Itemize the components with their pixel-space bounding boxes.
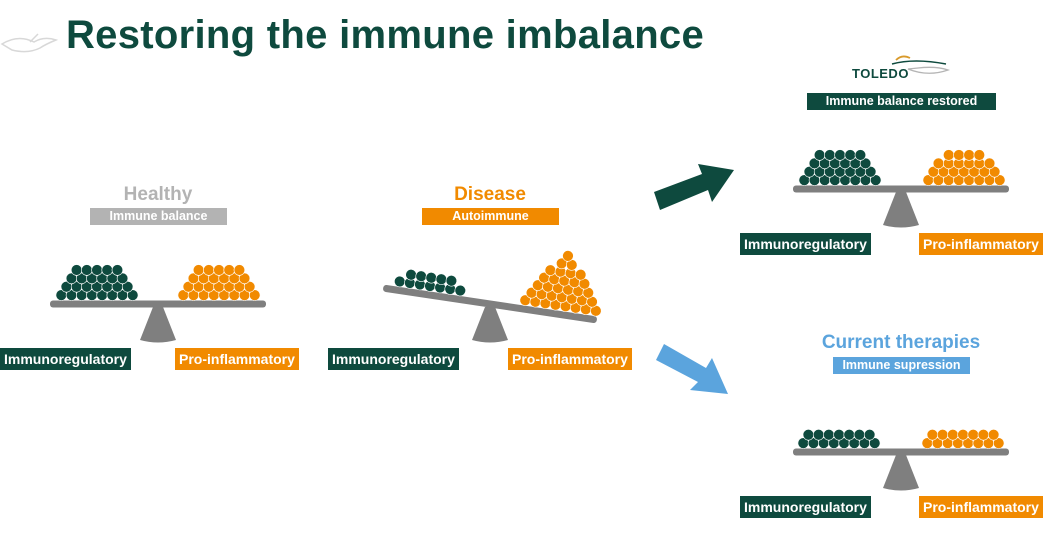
- cell-ball: [987, 429, 1000, 441]
- disease-immunoregulatory-label: Immunoregulatory: [328, 348, 459, 370]
- logo-text: TOLEDO: [852, 66, 909, 81]
- cell-ball: [121, 281, 134, 293]
- cell-ball: [243, 281, 256, 293]
- cell-ball: [957, 429, 969, 441]
- cell-ball: [833, 429, 845, 441]
- restored-immunoregulatory-label: Immunoregulatory: [740, 233, 871, 255]
- cell-ball: [993, 174, 1006, 186]
- cell-ball: [586, 296, 598, 308]
- cell-ball: [823, 429, 835, 441]
- cell-ball: [859, 157, 872, 170]
- cell-ball: [566, 259, 578, 271]
- cell-ball: [445, 275, 458, 287]
- cell-ball: [983, 157, 996, 170]
- healthy-pro-inflammatory-label: Pro-inflammatory: [175, 348, 299, 370]
- cell-ball: [853, 429, 866, 441]
- cell-ball: [203, 264, 215, 276]
- disease-title: Disease: [454, 184, 526, 205]
- disease-subtitle: Autoimmune: [422, 208, 559, 225]
- cell-ball: [869, 174, 882, 186]
- cell-ball: [844, 149, 856, 161]
- cell-ball: [562, 250, 574, 262]
- cell-ball: [578, 278, 591, 290]
- cell-ball: [813, 149, 826, 161]
- cell-ball: [926, 429, 939, 441]
- cell-ball: [812, 429, 825, 441]
- cell-ball: [942, 149, 955, 161]
- cell-ball: [101, 264, 113, 276]
- disease-immunoregulatory-cells: [394, 269, 466, 297]
- cell-ball: [947, 429, 959, 441]
- toledo-logo-icon: [891, 55, 950, 74]
- cell-ball: [932, 157, 945, 170]
- cell-ball: [126, 289, 139, 301]
- cell-ball: [111, 264, 124, 276]
- cell-ball: [238, 272, 251, 285]
- bird-outline-icon: [0, 33, 59, 53]
- cell-ball: [70, 264, 83, 276]
- current-pro-inflammatory-cells: [921, 429, 1005, 449]
- cell-ball: [864, 166, 877, 178]
- cell-ball: [213, 264, 225, 276]
- cell-ball: [394, 275, 406, 288]
- cell-ball: [249, 289, 261, 301]
- current-beam: [793, 448, 1009, 456]
- current-therapies-title: Current therapies: [821, 332, 981, 353]
- restored-pro-inflammatory-cells: [922, 149, 1006, 186]
- toledo-logo: TOLEDO: [850, 52, 950, 81]
- current-therapies-subtitle: Immune supression: [833, 357, 970, 374]
- current-fulcrum: [883, 455, 919, 491]
- cell-ball: [802, 429, 815, 441]
- cell-ball: [192, 264, 205, 276]
- restored-beam: [793, 185, 1009, 193]
- cell-ball: [843, 429, 855, 441]
- cell-ball: [977, 429, 990, 441]
- cell-ball: [988, 166, 1001, 178]
- dark-green-arrow-icon: [654, 164, 734, 210]
- healthy-immunoregulatory-cells: [55, 264, 139, 301]
- cell-ball: [868, 437, 881, 449]
- page-title: Restoring the immune imbalance: [66, 13, 705, 57]
- cell-ball: [854, 149, 867, 161]
- blue-arrow-icon: [656, 344, 728, 394]
- current-pro-inflammatory-label: Pro-inflammatory: [919, 496, 1043, 518]
- cell-ball: [967, 429, 979, 441]
- healthy-subtitle: Immune balance: [90, 208, 227, 225]
- restored-subtitle: Immune balance restored: [807, 93, 996, 110]
- cell-ball: [590, 305, 602, 317]
- restored-fulcrum: [883, 192, 919, 228]
- disease-pro-inflammatory-cells: [519, 250, 602, 317]
- cell-ball: [454, 284, 466, 297]
- disease-pro-inflammatory-label: Pro-inflammatory: [508, 348, 632, 370]
- healthy-fulcrum: [140, 307, 176, 343]
- cell-ball: [574, 269, 587, 281]
- cell-ball: [116, 272, 129, 285]
- cell-ball: [953, 149, 965, 161]
- restored-pro-inflammatory-label: Pro-inflammatory: [919, 233, 1043, 255]
- cell-ball: [863, 429, 876, 441]
- healthy-pro-inflammatory-cells: [177, 264, 261, 301]
- cell-ball: [936, 429, 949, 441]
- cell-ball: [992, 437, 1005, 449]
- disease-beam: [383, 284, 597, 324]
- cell-ball: [963, 149, 975, 161]
- disease-fulcrum: [472, 307, 508, 343]
- restored-immunoregulatory-cells: [798, 149, 882, 186]
- healthy-title: Healthy: [123, 184, 193, 205]
- cell-ball: [824, 149, 836, 161]
- healthy-immunoregulatory-label: Immunoregulatory: [0, 348, 131, 370]
- healthy-beam: [50, 300, 266, 308]
- cell-ball: [233, 264, 246, 276]
- cell-ball: [973, 149, 985, 161]
- cell-ball: [91, 264, 103, 276]
- current-immunoregulatory-cells: [797, 429, 881, 449]
- cell-ball: [582, 287, 594, 299]
- cell-ball: [834, 149, 846, 161]
- cell-ball: [223, 264, 235, 276]
- current-immunoregulatory-label: Immunoregulatory: [740, 496, 871, 518]
- cell-ball: [81, 264, 93, 276]
